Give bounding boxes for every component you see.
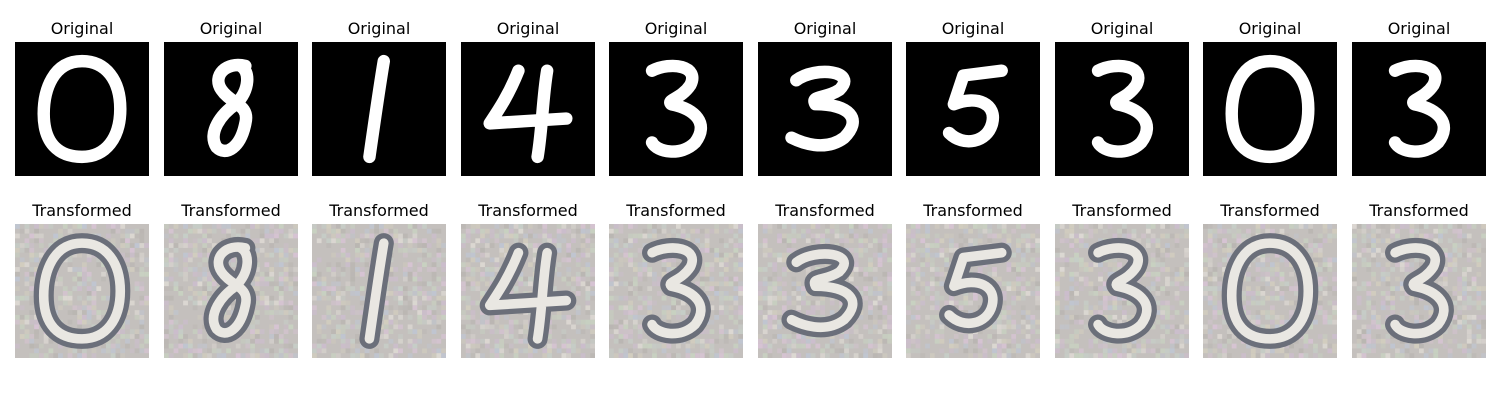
transformed-panel-title: Transformed: [923, 201, 1023, 220]
digit-0-strokes: [1226, 238, 1314, 344]
digit-3-strokes: [785, 65, 859, 152]
transformed-digit-image: [312, 224, 446, 358]
transformed-panel-title: Transformed: [1369, 201, 1469, 220]
original-panel-title: Original: [496, 19, 560, 38]
transformed-panel-title: Transformed: [1072, 201, 1172, 220]
digit-4-strokes: [484, 247, 572, 344]
digit-3-strokes: [647, 243, 706, 339]
transformed-digit-image: [164, 224, 298, 358]
original-digit-image: [461, 42, 595, 176]
transformed-panel-title: Transformed: [478, 201, 578, 220]
original-digit-image: [312, 42, 446, 176]
digit-5-strokes: [944, 247, 1007, 328]
digit-1-strokes: [363, 54, 391, 164]
original-digit-image: [164, 42, 298, 176]
transformed-panel-title: Transformed: [329, 201, 429, 220]
transformed-panel-title: Transformed: [181, 201, 281, 220]
digit-3-strokes: [1390, 243, 1449, 339]
transformed-digit-image: [758, 224, 892, 358]
transformed-panel-title: Transformed: [32, 201, 132, 220]
transformed-digit-image: [609, 224, 743, 358]
original-digit-image: [1203, 42, 1337, 176]
transformed-panel-title: Transformed: [626, 201, 726, 220]
digit-1-strokes: [364, 238, 389, 344]
original-panel-title: Original: [199, 19, 263, 38]
transformed-digit-image: [1055, 224, 1189, 358]
original-panel-title: Original: [1387, 19, 1451, 38]
original-digit-image: [1055, 42, 1189, 176]
transformed-digit-image: [1352, 224, 1486, 358]
digit-3-strokes: [645, 59, 707, 158]
image-background: [906, 42, 1040, 176]
original-digit-image: [906, 42, 1040, 176]
original-digit-image: [1352, 42, 1486, 176]
original-panel-title: Original: [1238, 19, 1302, 38]
transformed-digit-image: [1203, 224, 1337, 358]
original-panel-title: Original: [644, 19, 708, 38]
transformed-digit-image: [461, 224, 595, 358]
original-panel-title: Original: [941, 19, 1005, 38]
digit-8-strokes: [207, 58, 254, 158]
original-panel-title: Original: [50, 19, 114, 38]
digit-3-strokes: [1091, 59, 1153, 158]
digit-5-strokes: [942, 64, 1008, 148]
digit-0-strokes: [37, 54, 127, 164]
original-digit-image: [15, 42, 149, 176]
image-background: [461, 42, 595, 176]
original-digit-image: [609, 42, 743, 176]
transformed-digit-image: [15, 224, 149, 358]
digit-8-strokes: [208, 242, 252, 338]
transformed-panel-title: Transformed: [1220, 201, 1320, 220]
digit-3-strokes: [786, 249, 858, 333]
transformed-digit-image: [906, 224, 1040, 358]
digit-3-strokes: [1388, 59, 1450, 158]
original-panel-title: Original: [793, 19, 857, 38]
digit-0-strokes: [38, 238, 126, 344]
transformed-panel-title: Transformed: [775, 201, 875, 220]
digit-3-strokes: [1093, 243, 1152, 339]
digit-0-strokes: [1225, 54, 1315, 164]
original-panel-title: Original: [1090, 19, 1154, 38]
digit-4-strokes: [483, 64, 573, 164]
original-panel-title: Original: [347, 19, 411, 38]
original-digit-image: [758, 42, 892, 176]
